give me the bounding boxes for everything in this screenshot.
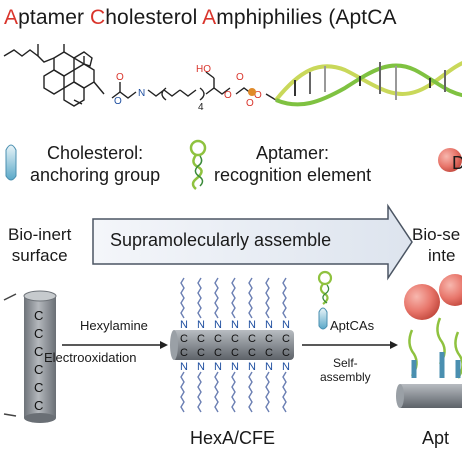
amine-chain-upper <box>180 277 185 319</box>
molecule-atom-o2: O <box>116 72 124 83</box>
target-sphere-1 <box>404 284 440 320</box>
electrode-carbon-6: C <box>34 398 43 413</box>
step1-top-label: Hexylamine <box>80 318 148 333</box>
amine-n-label: N <box>282 319 290 331</box>
carbon-c-label: C <box>197 347 205 359</box>
hexa-electrode <box>170 330 294 360</box>
amine-n-label: N <box>197 361 205 373</box>
figure-title: Aptamer Cholesterol Amphiphilies (AptCA <box>4 6 397 29</box>
carbon-c-label: C <box>282 333 290 345</box>
amine-chain-lower <box>282 371 287 413</box>
assembled-aptamers <box>408 317 462 379</box>
molecule-atom-o3: O <box>224 90 232 101</box>
legend-aptamer: Aptamer: recognition element <box>214 143 372 185</box>
cholesterol-icon <box>5 144 17 181</box>
cholesterol-skeleton <box>3 44 105 107</box>
amine-chain-lower <box>248 371 253 413</box>
molecule-atom-o4: O <box>236 72 244 83</box>
carbon-c-label: C <box>180 333 188 345</box>
amine-chain-upper <box>265 277 270 319</box>
bio-right-label: Bio-se inte <box>412 225 461 265</box>
amine-n-label: N <box>214 361 222 373</box>
arrow-label: Supramolecularly assemble <box>110 230 332 250</box>
electrode-carbon-5: C <box>34 380 43 395</box>
aptca-icon <box>317 270 333 330</box>
bare-electrode <box>23 290 57 423</box>
carbon-c-label: C <box>231 347 239 359</box>
aptcas-label: AptCAs <box>330 318 375 333</box>
molecule-atom-o1: O <box>114 96 122 107</box>
amine-chain-lower <box>231 371 236 413</box>
carbon-c-label: C <box>231 333 239 345</box>
electrode-carbon-1: C <box>34 308 43 323</box>
hexa-label: HexA/CFE <box>190 428 276 448</box>
electrode-lead <box>3 293 17 417</box>
amine-n-label: N <box>197 319 205 331</box>
amine-chain-lower <box>265 371 270 413</box>
carbon-c-label: C <box>180 347 188 359</box>
title-letter-a2: A <box>202 6 217 29</box>
legend-third-partial: D <box>452 153 462 173</box>
molecule-atom-o5: O <box>254 90 262 101</box>
amine-chain-upper <box>231 277 236 319</box>
carbon-c-label: C <box>282 347 290 359</box>
amine-n-label: N <box>248 361 256 373</box>
molecule-linker <box>111 71 277 101</box>
electrode-carbon-2: C <box>34 326 43 341</box>
step1-bottom-label: Electrooxidation <box>44 350 137 365</box>
amine-n-label: N <box>248 319 256 331</box>
carbon-c-label: C <box>265 347 273 359</box>
aptamer-helix <box>274 61 462 107</box>
legend-cholesterol: Cholesterol: anchoring group <box>30 143 161 185</box>
amine-n-label: N <box>231 361 239 373</box>
amine-chain-upper <box>214 277 219 319</box>
amine-n-label: N <box>265 361 273 373</box>
amine-n-label: N <box>265 319 273 331</box>
carbon-c-label: C <box>248 333 256 345</box>
molecule-atom-n: N <box>138 88 145 99</box>
molecule-atom-ho: HO <box>196 64 211 75</box>
amine-n-label: N <box>282 361 290 373</box>
carbon-c-label: C <box>214 333 222 345</box>
target-sphere-2 <box>439 274 462 306</box>
amine-n-label: N <box>214 319 222 331</box>
bio-inert-label: Bio-inert surface <box>8 225 72 265</box>
phosphate-icon <box>248 88 256 96</box>
amine-chain-lower <box>214 371 219 413</box>
amine-chain-lower <box>197 371 202 413</box>
amine-n-label: N <box>180 361 188 373</box>
carbon-c-label: C <box>197 333 205 345</box>
aptamer-icon <box>189 139 207 190</box>
electrode-carbon-3: C <box>34 344 43 359</box>
carbon-c-label: C <box>248 347 256 359</box>
molecule-subscript: 4 <box>198 102 204 113</box>
amine-chain-lower <box>180 371 185 413</box>
process-arrow <box>92 203 413 281</box>
amine-chain-upper <box>282 277 287 319</box>
apt-label-partial: Apt <box>422 428 450 448</box>
amine-chain-upper <box>197 277 202 319</box>
carbon-c-label: C <box>214 347 222 359</box>
sphere-icon <box>438 148 462 172</box>
amine-n-label: N <box>180 319 188 331</box>
molecule-atom-o6: O <box>246 98 254 109</box>
assembled-electrode <box>396 384 462 408</box>
amine-n-label: N <box>231 319 239 331</box>
amine-chain-upper <box>248 277 253 319</box>
title-letter-c: C <box>90 6 106 29</box>
title-letter-a: A <box>4 6 19 29</box>
step2-label: Self- assembly <box>320 356 371 384</box>
carbon-c-label: C <box>265 333 273 345</box>
electrode-carbon-4: C <box>34 362 43 377</box>
